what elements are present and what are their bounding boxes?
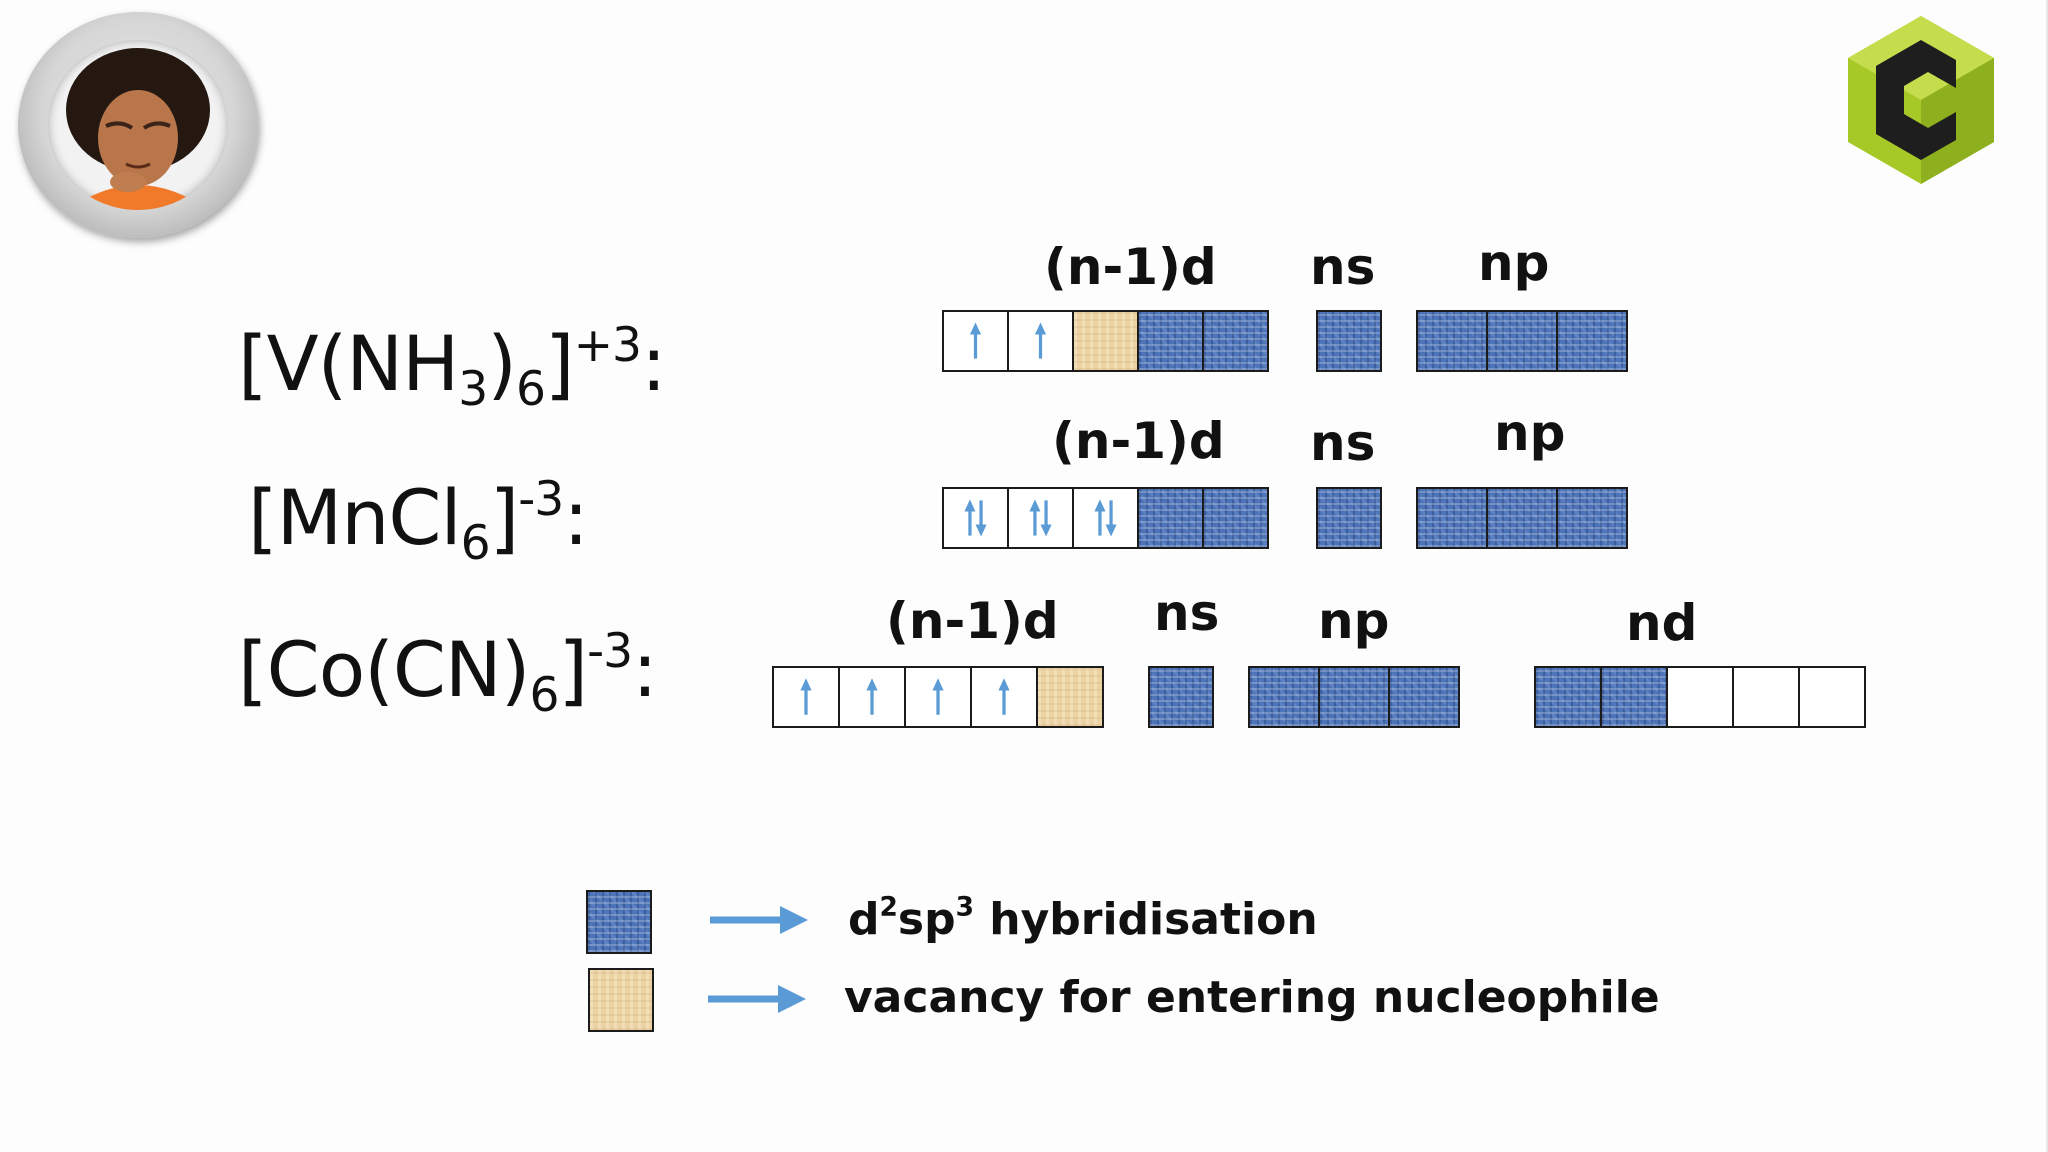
presenter-photo <box>48 40 228 210</box>
orbital-p-box <box>1416 487 1488 549</box>
spin-up-arrow <box>1034 322 1047 359</box>
orbital-d-box <box>1137 310 1204 372</box>
legend-hybrid-text: d2sp3 hybridisation <box>848 891 1318 945</box>
spin-up-arrow <box>866 678 878 715</box>
orbital-nd-box <box>1534 666 1602 728</box>
orbital-d-box <box>1202 487 1269 549</box>
spin-paired-arrows <box>1029 499 1052 537</box>
orbital-d-box <box>1036 666 1104 728</box>
orbital-d-box <box>1007 487 1074 549</box>
orbital-d-box <box>772 666 840 728</box>
orbital-nd-box <box>1666 666 1734 728</box>
slide-right-edge <box>2046 0 2048 1152</box>
spin-up-arrow <box>969 322 982 359</box>
legend-vacancy-text: vacancy for entering nucleophile <box>844 972 1660 1023</box>
orbital-d-box <box>942 310 1009 372</box>
complex-mncl6-label: [MnCl6]-3: <box>248 471 589 572</box>
orbital-p-box <box>1556 310 1628 372</box>
orbital-d-box <box>1007 310 1074 372</box>
row1-s-label: ns <box>1310 238 1376 296</box>
row3-nd-label: nd <box>1626 594 1698 652</box>
spin-paired-arrows <box>964 499 987 537</box>
row3-d-label: (n-1)d <box>886 592 1059 650</box>
orbital-s-box <box>1148 666 1214 728</box>
orbital-p-box <box>1248 666 1320 728</box>
orbital-p-box <box>1416 310 1488 372</box>
row1-p-label: np <box>1478 234 1550 292</box>
orbital-d-box <box>970 666 1038 728</box>
orbital-p-box <box>1318 666 1390 728</box>
complex-vnh3-label: [V(NH3)6]+3: <box>238 317 667 418</box>
orbital-s-box <box>1316 487 1382 549</box>
channel-logo-icon <box>1848 16 1994 184</box>
orbital-d-box <box>942 487 1009 549</box>
orbital-p-box <box>1556 487 1628 549</box>
row2-p-label: np <box>1494 404 1566 462</box>
row2-d-label: (n-1)d <box>1052 412 1225 470</box>
arrow-right-icon <box>708 985 806 1013</box>
orbital-nd-box <box>1600 666 1668 728</box>
orbital-s-box <box>1316 310 1382 372</box>
orbital-d-box <box>904 666 972 728</box>
orbital-d-box <box>1072 487 1139 549</box>
orbital-d-box <box>838 666 906 728</box>
orbital-d-box <box>1202 310 1269 372</box>
orbital-p-box <box>1486 487 1558 549</box>
presenter-avatar <box>18 12 258 238</box>
arrow-right-icon <box>710 906 808 934</box>
spin-up-arrow <box>800 678 812 715</box>
spin-up-arrow <box>998 678 1010 715</box>
orbital-nd-box <box>1732 666 1800 728</box>
row2-s-label: ns <box>1310 414 1376 472</box>
orbital-d-box <box>1137 487 1204 549</box>
spin-paired-arrows <box>1094 499 1117 537</box>
orbital-p-box <box>1486 310 1558 372</box>
row3-p-label: np <box>1318 592 1390 650</box>
orbital-d-box <box>1072 310 1139 372</box>
spin-up-arrow <box>932 678 944 715</box>
row1-d-label: (n-1)d <box>1044 238 1217 296</box>
legend-vacancy-swatch <box>588 968 654 1032</box>
legend-hybrid-swatch <box>586 890 652 954</box>
orbital-p-box <box>1388 666 1460 728</box>
complex-cocn6-label: [Co(CN)6]-3: <box>238 623 658 724</box>
orbital-nd-box <box>1798 666 1866 728</box>
row3-s-label: ns <box>1154 584 1220 642</box>
